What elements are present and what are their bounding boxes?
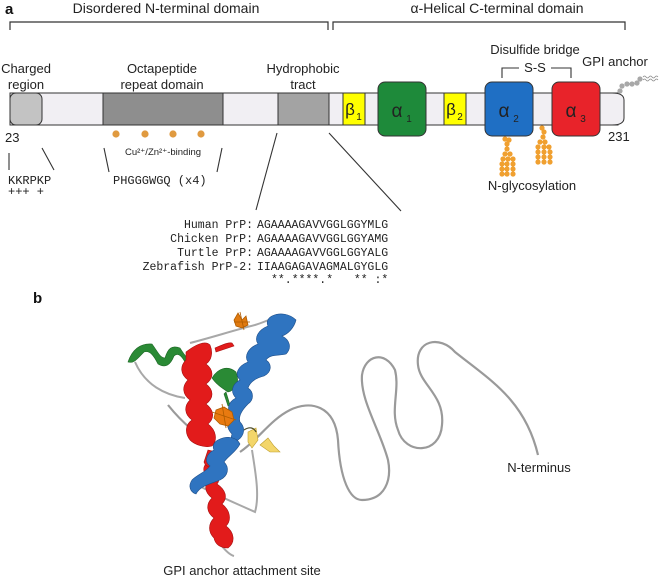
c-terminal-domain-label: α-Helical C-terminal domain bbox=[410, 0, 583, 16]
panel-a-label: a bbox=[5, 1, 14, 18]
charged-region-label-2: region bbox=[8, 77, 44, 92]
panel-b-label: b bbox=[33, 290, 42, 307]
charged-sequence: KKRPKP bbox=[8, 174, 51, 188]
beta1-symbol: β bbox=[345, 100, 355, 119]
disulfide-residue-top bbox=[233, 311, 250, 331]
alignment-seq: AGAAAAGAVVGGLGGYAMG bbox=[257, 233, 388, 246]
cap-fill bbox=[600, 94, 616, 124]
n-terminal-bracket bbox=[9, 21, 329, 30]
disulfide-bridge-label: Disulfide bridge bbox=[490, 42, 580, 57]
alpha1-symbol: α bbox=[392, 101, 403, 122]
glycosylation-label: N-glycosylation bbox=[488, 178, 576, 193]
gpi-anchor-icon bbox=[617, 75, 659, 94]
sequence-alignment: Human PrP: AGAAAAGAVVGGLGGYMLG Chicken P… bbox=[143, 219, 389, 287]
disulfide-bracket bbox=[501, 67, 572, 78]
beta2-block: β 2 bbox=[443, 92, 467, 126]
residue-start: 23 bbox=[5, 130, 19, 145]
alpha2-sub: 2 bbox=[513, 114, 519, 125]
charged-region-block bbox=[9, 92, 43, 126]
alpha3-block: α 3 bbox=[551, 81, 601, 137]
glycosylation-icon-1 bbox=[499, 136, 516, 177]
beta-connector bbox=[243, 427, 257, 433]
charged-region-label-1: Charged bbox=[1, 61, 51, 76]
beta-strands bbox=[247, 427, 281, 453]
alpha3-helix bbox=[181, 342, 235, 549]
beta2-sub: 2 bbox=[457, 112, 463, 123]
residue-end: 231 bbox=[608, 129, 630, 144]
metal-binding-label: Cu²⁺/Zn²⁺-binding bbox=[125, 147, 201, 158]
beta1-block: β 1 bbox=[342, 92, 366, 126]
alpha3-symbol: α bbox=[566, 101, 577, 122]
alignment-species: Chicken PrP: bbox=[170, 233, 253, 246]
alignment-species: Zebrafish PrP-2: bbox=[143, 261, 253, 274]
metal-binding-dots bbox=[112, 130, 205, 138]
alpha2-symbol: α bbox=[499, 101, 510, 122]
alpha3-sub: 3 bbox=[580, 114, 586, 125]
disulfide-residue-center bbox=[211, 403, 237, 429]
octapeptide-label-2: repeat domain bbox=[120, 77, 203, 92]
octapeptide-label-1: Octapeptide bbox=[127, 61, 197, 76]
n-terminus-label: N-terminus bbox=[507, 460, 571, 475]
conservation-line: **.****.* ** :* bbox=[271, 274, 388, 287]
alignment-species: Turtle PrP: bbox=[177, 247, 253, 260]
gpi-attachment-site-label: GPI anchor attachment site bbox=[163, 563, 321, 575]
gpi-anchor-label: GPI anchor bbox=[582, 54, 648, 69]
octapeptide-block bbox=[102, 92, 224, 126]
beta1-sub: 1 bbox=[356, 112, 362, 123]
connector-lines bbox=[8, 132, 402, 212]
glycosylation-icon-2 bbox=[535, 125, 553, 165]
alpha1-block: α 1 bbox=[377, 81, 427, 137]
beta2-symbol: β bbox=[446, 100, 456, 119]
n-terminal-domain-label: Disordered N-terminal domain bbox=[73, 0, 260, 16]
alignment-seq: AGAAAAGAVVGGLGGYALG bbox=[257, 247, 388, 260]
alignment-species: Human PrP: bbox=[184, 219, 253, 232]
alpha2-helix bbox=[189, 313, 297, 495]
charged-marks: +++ + bbox=[8, 185, 44, 199]
hydrophobic-label-1: Hydrophobic bbox=[267, 61, 340, 76]
c-terminal-bracket bbox=[332, 21, 626, 30]
octapeptide-sequence: PHGGGWGQ (x4) bbox=[113, 174, 207, 188]
hydrophobic-label-2: tract bbox=[290, 77, 316, 92]
hydrophobic-block bbox=[277, 92, 330, 126]
loop-1 bbox=[134, 361, 186, 399]
ss-label: S-S bbox=[524, 60, 546, 75]
alpha1-sub: 1 bbox=[406, 114, 412, 125]
alignment-seq: IIAAGAGAVAGMALGYGLG bbox=[257, 261, 388, 274]
alignment-seq: AGAAAAGAVVGGLGGYMLG bbox=[257, 219, 388, 232]
alpha2-block: α 2 bbox=[484, 81, 534, 137]
